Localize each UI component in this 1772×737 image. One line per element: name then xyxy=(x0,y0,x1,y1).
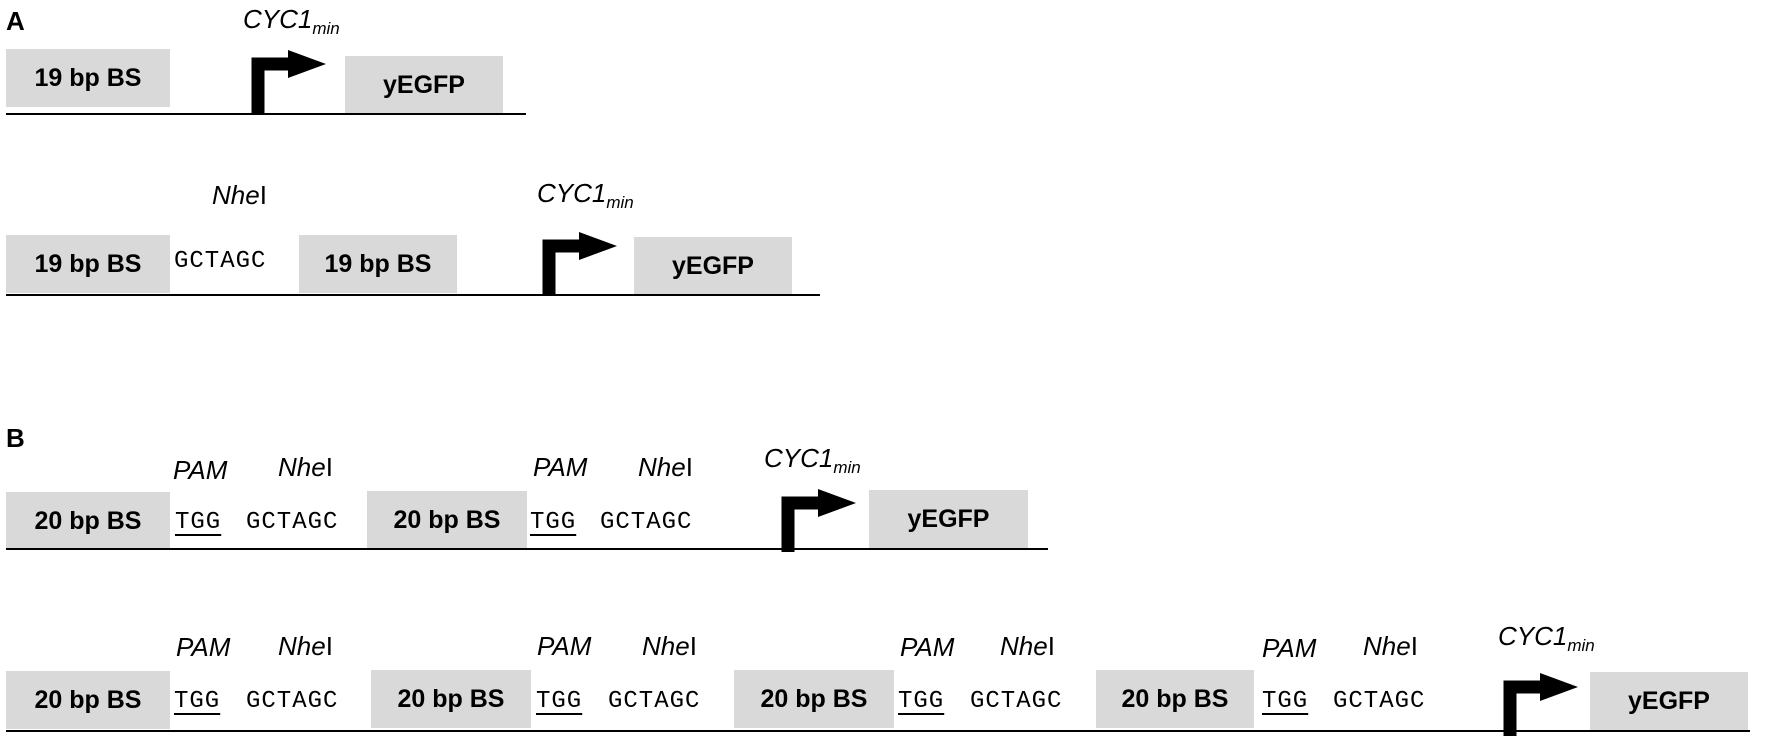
dna-backbone-line xyxy=(6,730,1750,732)
restriction-site-label: NheI xyxy=(278,631,333,661)
pam-label: PAM xyxy=(176,632,231,662)
pam-sequence: TGG xyxy=(530,509,577,536)
restriction-site-sequence: GCTAGC xyxy=(1333,688,1426,715)
promoter-label: CYC1min xyxy=(1498,621,1595,655)
panel-a-label: A xyxy=(6,6,25,36)
promoter-label: CYC1min xyxy=(537,178,634,212)
restriction-site-sequence: GCTAGC xyxy=(174,248,267,275)
binding-site-box: 20 bp BS xyxy=(6,492,170,550)
pam-label: PAM xyxy=(533,452,588,482)
binding-site-box: 20 bp BS xyxy=(6,671,170,729)
pam-sequence: TGG xyxy=(536,688,583,715)
dna-backbone-line xyxy=(6,294,820,296)
reporter-box: yEGFP xyxy=(1590,672,1748,730)
dna-backbone-line xyxy=(6,548,1048,550)
binding-site-box: 20 bp BS xyxy=(1096,670,1254,728)
promoter-label: CYC1min xyxy=(764,443,861,477)
restriction-site-sequence: GCTAGC xyxy=(970,688,1063,715)
reporter-box: yEGFP xyxy=(634,237,792,295)
pam-label: PAM xyxy=(900,632,955,662)
pam-sequence: TGG xyxy=(175,509,222,536)
promoter-arrow-icon xyxy=(542,232,617,295)
binding-site-box: 20 bp BS xyxy=(367,491,527,549)
panel-b-label: B xyxy=(6,423,25,453)
pam-sequence: TGG xyxy=(174,688,221,715)
restriction-site-sequence: GCTAGC xyxy=(608,688,701,715)
promoter-arrow-icon xyxy=(251,50,326,113)
binding-site-box: 19 bp BS xyxy=(6,49,170,107)
promoter-arrow-icon xyxy=(1503,673,1578,736)
pam-label: PAM xyxy=(173,455,228,485)
pam-label: PAM xyxy=(1262,633,1317,663)
pam-label: PAM xyxy=(537,631,592,661)
restriction-site-label: NheI xyxy=(638,452,693,482)
binding-site-box: 19 bp BS xyxy=(299,235,457,293)
pam-sequence: TGG xyxy=(1262,688,1309,715)
restriction-site-sequence: GCTAGC xyxy=(246,688,339,715)
reporter-box: yEGFP xyxy=(345,56,503,114)
binding-site-box: 20 bp BS xyxy=(371,670,531,728)
restriction-site-label: NheI xyxy=(278,452,333,482)
binding-site-box: 19 bp BS xyxy=(6,235,170,293)
dna-backbone-line xyxy=(6,113,526,115)
pam-sequence: TGG xyxy=(898,688,945,715)
restriction-site-sequence: GCTAGC xyxy=(246,509,339,536)
reporter-box: yEGFP xyxy=(869,490,1028,548)
restriction-site-label: NheI xyxy=(642,631,697,661)
binding-site-box: 20 bp BS xyxy=(734,670,894,728)
restriction-site-label: NheI xyxy=(1363,631,1418,661)
restriction-site-label: NheI xyxy=(1000,631,1055,661)
promoter-arrow-icon xyxy=(781,489,856,552)
promoter-label: CYC1min xyxy=(243,4,340,38)
restriction-site-sequence: GCTAGC xyxy=(600,509,693,536)
restriction-site-label: NheI xyxy=(212,180,267,210)
